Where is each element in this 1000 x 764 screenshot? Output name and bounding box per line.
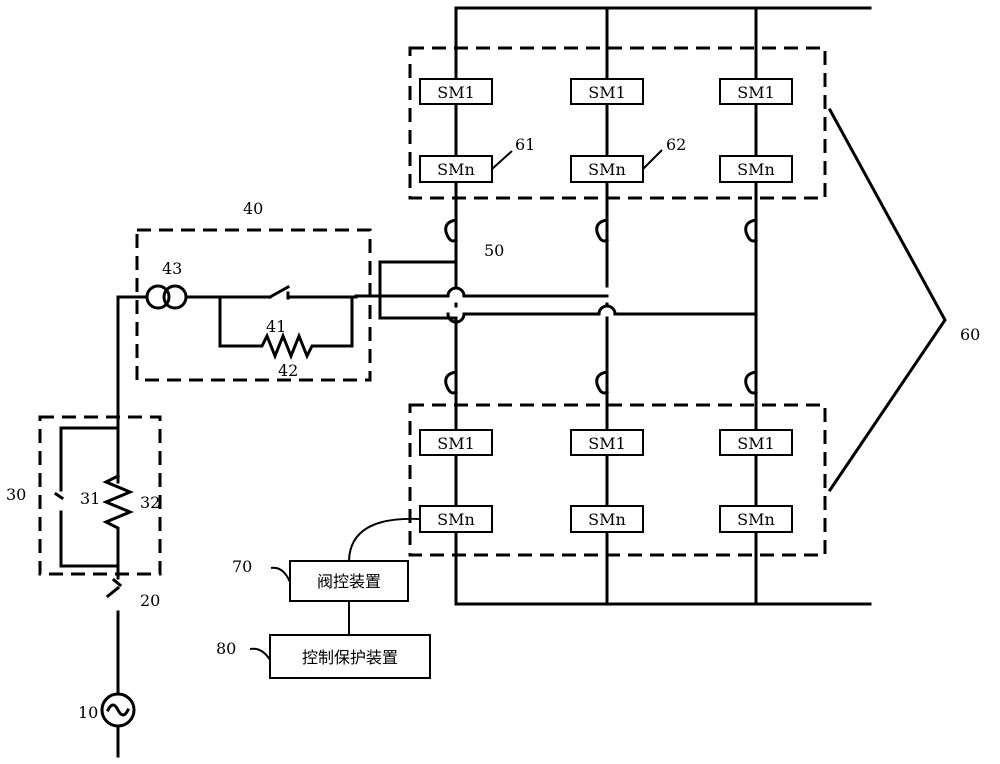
- upper-reactor-a: [444, 218, 459, 264]
- svg-text:SMn: SMn: [737, 510, 775, 529]
- svg-text:SM1: SM1: [588, 434, 626, 453]
- label-50: 50: [484, 241, 504, 260]
- ac-source-symbol: [105, 703, 131, 717]
- svg-text:SMn: SMn: [588, 160, 626, 179]
- resistor-32: [102, 473, 134, 568]
- lower-reactor-a: [444, 370, 459, 432]
- upper-arm-wires: [454, 102, 758, 222]
- upper-smn-c: SMn: [719, 155, 793, 183]
- ac-connection-b: [354, 286, 609, 298]
- svg-text:控制保护装置: 控制保护装置: [302, 648, 398, 667]
- svg-text:SMn: SMn: [588, 510, 626, 529]
- control-protection-device: 控制保护装置: [269, 634, 431, 679]
- lower-arm-wires: [454, 453, 758, 606]
- upper-arm-group: [408, 46, 827, 200]
- svg-text:SM1: SM1: [437, 83, 475, 102]
- svg-text:SM1: SM1: [737, 434, 775, 453]
- upper-smn-a: SMn: [419, 155, 493, 183]
- label-43: 43: [162, 259, 182, 278]
- upper-reactor-c: [744, 218, 759, 264]
- valve-control-device: 阀控装置: [289, 560, 409, 602]
- lower-smn-b: SMn: [570, 505, 644, 533]
- upper-smn-b: SMn: [570, 155, 644, 183]
- lower-sm1-b: SM1: [570, 429, 644, 456]
- label-32: 32: [140, 493, 160, 512]
- leader-61: [491, 150, 513, 170]
- label-60: 60: [960, 325, 980, 344]
- label-40: 40: [243, 199, 263, 218]
- upper-sm1-a: SM1: [419, 78, 493, 105]
- precharge-group-40: [135, 228, 372, 382]
- bracket-60: [827, 107, 947, 493]
- svg-text:SMn: SMn: [437, 160, 475, 179]
- transformer-coil-2: [162, 284, 188, 310]
- ac-connection-c: [446, 304, 758, 324]
- upper-reactor-b: [595, 218, 610, 264]
- leader-62: [642, 149, 663, 170]
- lower-smn-a: SMn: [419, 505, 493, 533]
- svg-text:SM1: SM1: [588, 83, 626, 102]
- label-30: 30: [6, 485, 26, 504]
- switch-41: [267, 284, 358, 300]
- svg-text:SM1: SM1: [437, 434, 475, 453]
- upper-sm1-c: SM1: [719, 78, 793, 105]
- label-62: 62: [666, 135, 686, 154]
- label-20: 20: [140, 591, 160, 610]
- svg-text:阀控装置: 阀控装置: [317, 572, 381, 591]
- switch-20: [105, 564, 123, 694]
- lower-sm1-a: SM1: [419, 429, 493, 456]
- label-61: 61: [515, 135, 535, 154]
- label-80: 80: [216, 639, 236, 658]
- lower-reactor-c: [744, 370, 759, 432]
- lower-sm1-c: SM1: [719, 429, 793, 456]
- bypass-resistor-42: [218, 295, 354, 361]
- soft-start-group-30: [38, 415, 162, 576]
- top-bus: [454, 6, 872, 80]
- label-42: 42: [278, 361, 298, 380]
- label-70: 70: [232, 557, 252, 576]
- lower-arm-group: [408, 403, 827, 557]
- leader-80: [249, 647, 271, 661]
- leader-70: [270, 566, 291, 583]
- ac-connection-a: [378, 260, 458, 320]
- label-31: 31: [80, 489, 100, 508]
- svg-text:SM1: SM1: [737, 83, 775, 102]
- label-41: 41: [266, 317, 286, 336]
- label-10: 10: [78, 703, 98, 722]
- bypass-switch-31: [53, 426, 120, 568]
- lower-smn-c: SMn: [719, 505, 793, 533]
- valve-control-link: [348, 517, 421, 635]
- upper-sm1-b: SM1: [570, 78, 644, 105]
- svg-text:SMn: SMn: [737, 160, 775, 179]
- lower-reactor-b: [595, 370, 610, 432]
- svg-text:SMn: SMn: [437, 510, 475, 529]
